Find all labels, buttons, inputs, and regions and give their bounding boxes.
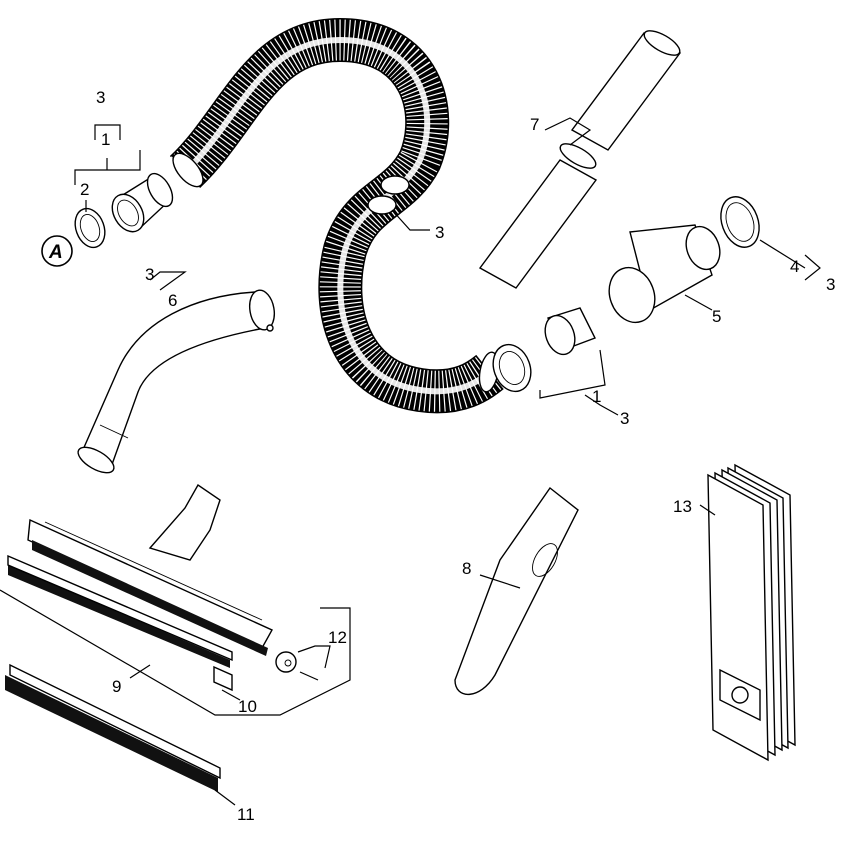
label-3-ring: 3 (826, 275, 835, 294)
label-5: 5 (712, 307, 721, 326)
label-10: 10 (238, 697, 257, 716)
label-12: 12 (328, 628, 347, 647)
label-8: 8 (462, 559, 471, 578)
label-9: 9 (112, 677, 121, 696)
bristle-strip (5, 663, 221, 792)
part-labels: 3 1 2 3 3 6 7 4 3 5 1 3 13 8 9 12 10 11 (80, 88, 835, 824)
leader-lines (0, 117, 821, 806)
crevice-nozzle (454, 486, 579, 696)
label-3-hose: 3 (435, 223, 444, 242)
label-3-top: 3 (96, 88, 105, 107)
label-7: 7 (530, 115, 539, 134)
reference-a-label: A (48, 242, 63, 263)
label-6: 6 (168, 291, 177, 310)
label-3-bend: 3 (145, 265, 154, 284)
label-11: 11 (237, 805, 255, 824)
label-1-top: 1 (101, 130, 110, 149)
floor-nozzle (7, 483, 319, 692)
hose-connector-left: A (41, 172, 174, 267)
filter-bags (707, 463, 796, 762)
extension-tube (478, 30, 682, 289)
label-2: 2 (80, 180, 89, 199)
bent-handle (77, 289, 276, 474)
label-1-bottom: 1 (592, 387, 601, 406)
label-13: 13 (673, 497, 692, 516)
hose-connector-right (492, 196, 760, 393)
label-4: 4 (790, 257, 799, 276)
suction-hose (169, 17, 504, 414)
label-3-bottom: 3 (620, 409, 629, 428)
